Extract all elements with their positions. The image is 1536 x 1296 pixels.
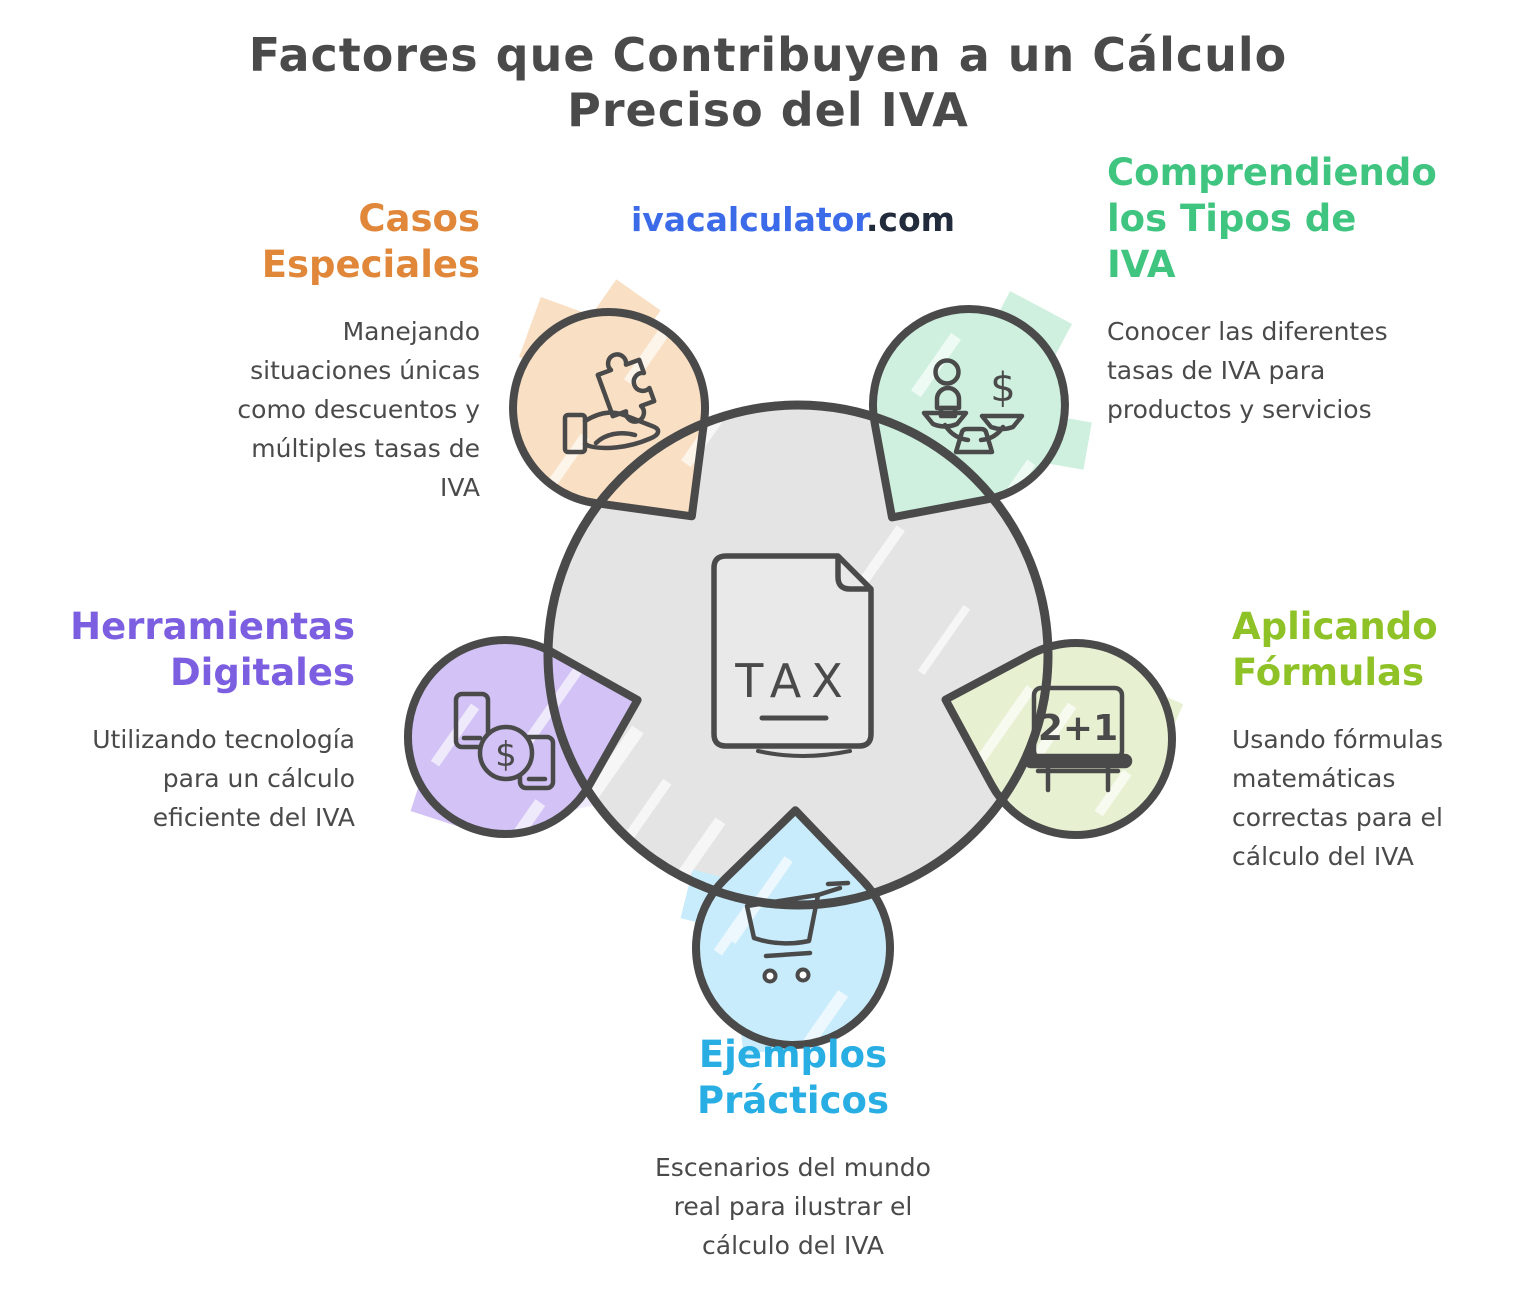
site-logo: ivacalculator.com bbox=[631, 200, 955, 239]
tax-label: TAX bbox=[734, 654, 853, 708]
bubble-herramientas-outline bbox=[403, 636, 642, 838]
balance-dollar-glyph: $ bbox=[990, 365, 1015, 411]
chalkboard-label: 2+1 bbox=[1038, 708, 1118, 749]
chalkboard-icon: 2+1 bbox=[1023, 685, 1133, 793]
devices-dollar-coin-icon: $ bbox=[453, 691, 556, 791]
bubble-outlines bbox=[403, 305, 1176, 1049]
section-ejemplos-practicos: Ejemplos Prácticos Escenarios del mundo … bbox=[573, 1032, 1013, 1265]
tax-document-icon: TAX bbox=[711, 553, 874, 758]
section-body: Conocer las diferentes tasas de IVA para… bbox=[1107, 316, 1388, 424]
section-comprendiendo-tipos-iva: Comprendiendo los Tipos de IVA Conocer l… bbox=[1107, 150, 1477, 429]
section-heading: Ejemplos Prácticos bbox=[696, 1033, 889, 1122]
hand-holding-puzzle-icon bbox=[562, 352, 661, 455]
section-heading: Casos Especiales bbox=[261, 197, 480, 286]
balance-person-dollar-icon: $ bbox=[921, 358, 1025, 455]
bubble-casos-outline bbox=[509, 308, 709, 521]
bubble-aplicando-outline bbox=[941, 639, 1176, 839]
shopping-cart-icon bbox=[744, 880, 851, 984]
section-heading: Comprendiendo los Tipos de IVA bbox=[1107, 151, 1437, 286]
bubble-ejemplos-fill bbox=[696, 810, 891, 1045]
section-body: Usando fórmulas matemáticas correctas pa… bbox=[1232, 724, 1444, 871]
hub-outline bbox=[543, 400, 1053, 910]
section-aplicando-formulas: Aplicando Fórmulas Usando fórmulas matem… bbox=[1232, 604, 1532, 876]
section-heading: Herramientas Digitales bbox=[70, 605, 355, 694]
section-body: Escenarios del mundo real para ilustrar … bbox=[655, 1152, 931, 1260]
section-body: Utilizando tecnología para un cálculo ef… bbox=[92, 724, 355, 832]
section-body: Manejando situaciones únicas como descue… bbox=[237, 316, 480, 502]
section-herramientas-digitales: Herramientas Digitales Utilizando tecnol… bbox=[0, 604, 355, 837]
logo-tld-text: .com bbox=[865, 200, 956, 239]
section-heading: Aplicando Fórmulas bbox=[1232, 605, 1438, 694]
coin-dollar-glyph: $ bbox=[495, 735, 517, 775]
bubble-ejemplos-outline bbox=[692, 806, 894, 1049]
bubble-tipos-outline bbox=[868, 305, 1069, 522]
page-title: Factores que Contribuyen a un Cálculo Pr… bbox=[248, 28, 1288, 138]
section-casos-especiales: Casos Especiales Manejando situaciones ú… bbox=[140, 196, 480, 507]
bubble-tipos-fill bbox=[872, 309, 1065, 518]
logo-brand-text: ivacalculator bbox=[630, 200, 866, 239]
